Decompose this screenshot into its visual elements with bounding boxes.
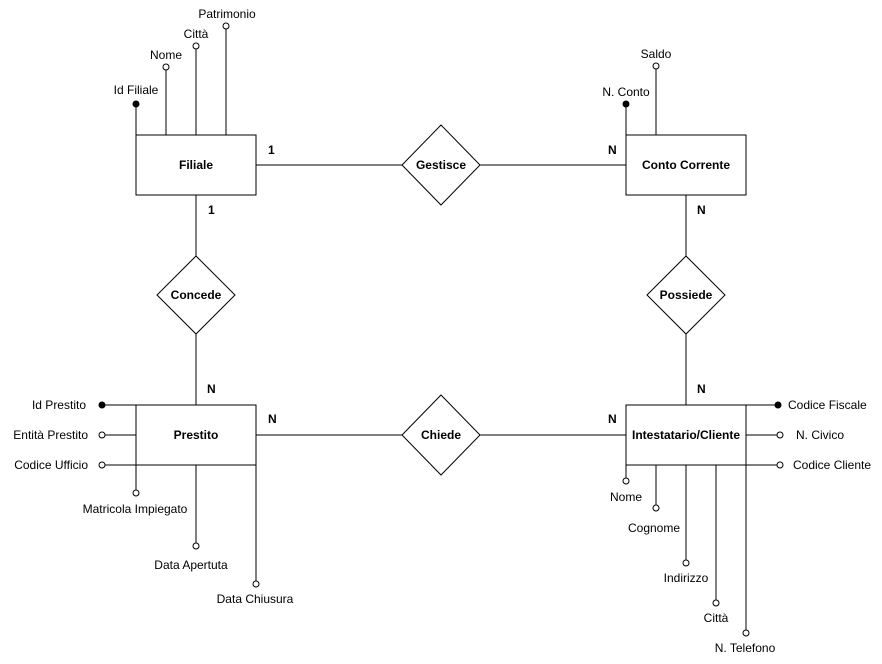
relationship-diamond[interactable]	[646, 255, 726, 335]
attribute-dot[interactable]	[712, 599, 720, 607]
attribute-dot[interactable]	[98, 461, 106, 469]
attr-codice-ufficio: Codice Ufficio	[14, 458, 88, 472]
relationship-possiede[interactable]: Possiede	[646, 255, 726, 335]
relationship-diamond[interactable]	[156, 255, 236, 335]
attribute-dot[interactable]	[742, 629, 750, 637]
intestatario-attributes	[622, 401, 784, 637]
attr-id-prestito: Id Prestito	[32, 398, 86, 412]
cardinality-conto-gestisce: N	[608, 143, 617, 157]
entity-label: Filiale	[179, 158, 213, 172]
attribute-dot[interactable]	[162, 63, 170, 71]
attr-matricola-impiegato: Matricola Impiegato	[83, 502, 188, 516]
cardinality-intestatario-chiede: N	[608, 412, 617, 426]
relationship-chiede[interactable]: Chiede	[401, 394, 481, 476]
attr-indirizzo: Indirizzo	[664, 571, 709, 585]
relationship-concede[interactable]: Concede	[156, 255, 236, 335]
entity-box[interactable]	[625, 404, 747, 466]
cardinality-prestito-concede: N	[207, 382, 216, 396]
attr-nome-cliente: Nome	[610, 490, 642, 504]
attr-codice-cliente: Codice Cliente	[793, 458, 871, 472]
relationship-label: Gestisce	[416, 158, 466, 172]
entity-box[interactable]	[135, 404, 257, 466]
relationship-label: Chiede	[421, 428, 461, 442]
key-attribute-dot[interactable]	[622, 100, 630, 108]
cardinality-filiale-gestisce: 1	[268, 143, 275, 157]
attribute-dot[interactable]	[252, 580, 260, 588]
relationship-diamond[interactable]	[401, 124, 481, 206]
attribute-dot[interactable]	[776, 461, 784, 469]
cardinality-conto-possiede: N	[697, 203, 706, 217]
entity-intestatario-cliente[interactable]: Intestatario/Cliente	[625, 404, 747, 466]
relationship-diamond[interactable]	[401, 394, 481, 476]
key-attribute-dot[interactable]	[774, 401, 782, 409]
attr-citta-filiale: Città	[184, 27, 209, 41]
key-attribute-dot[interactable]	[132, 100, 140, 108]
attr-n-telefono: N. Telefono	[715, 641, 776, 655]
cardinality-filiale-concede: 1	[208, 203, 215, 217]
entity-box[interactable]	[135, 134, 257, 196]
attribute-dot[interactable]	[652, 62, 660, 70]
key-attribute-dot[interactable]	[98, 401, 106, 409]
attr-saldo: Saldo	[641, 47, 672, 61]
cardinality-prestito-chiede: N	[268, 412, 277, 426]
attribute-dot[interactable]	[776, 431, 784, 439]
attr-codice-fiscale: Codice Fiscale	[788, 398, 867, 412]
attribute-dot[interactable]	[682, 559, 690, 567]
attr-n-civico: N. Civico	[796, 428, 844, 442]
attribute-dot[interactable]	[98, 431, 106, 439]
entity-filiale[interactable]: Filiale	[135, 134, 257, 196]
attribute-dot[interactable]	[652, 504, 660, 512]
entity-box[interactable]	[625, 134, 747, 196]
entity-label: Conto Corrente	[642, 158, 730, 172]
attr-data-apertura: Data Apertuta	[154, 558, 228, 572]
relationship-gestisce[interactable]: Gestisce	[401, 124, 481, 206]
filiale-attributes	[132, 22, 230, 135]
conto-attributes	[622, 62, 660, 135]
entity-label: Intestatario/Cliente	[632, 428, 740, 442]
attr-patrimonio: Patrimonio	[198, 7, 256, 21]
attribute-dot[interactable]	[192, 42, 200, 50]
relationship-lines	[195, 164, 687, 436]
attr-entita-prestito: Entità Prestito	[13, 428, 88, 442]
relationship-label: Concede	[171, 288, 222, 302]
entity-conto-corrente[interactable]: Conto Corrente	[625, 134, 747, 196]
attribute-dot[interactable]	[222, 22, 230, 30]
attribute-dot[interactable]	[192, 542, 200, 550]
prestito-attributes	[98, 401, 260, 588]
attr-cognome: Cognome	[628, 521, 680, 535]
attr-citta-cliente: Città	[704, 611, 729, 625]
attribute-dot[interactable]	[622, 477, 630, 485]
attr-data-chiusura: Data Chiusura	[217, 592, 294, 606]
entity-prestito[interactable]: Prestito	[135, 404, 257, 466]
entity-label: Prestito	[174, 428, 219, 442]
attr-id-filiale: Id Filiale	[114, 83, 159, 97]
relationship-label: Possiede	[660, 288, 713, 302]
attribute-dot[interactable]	[132, 489, 140, 497]
attr-n-conto: N. Conto	[602, 85, 650, 99]
cardinality-intestatario-possiede: N	[697, 382, 706, 396]
attr-nome-filiale: Nome	[150, 48, 182, 62]
